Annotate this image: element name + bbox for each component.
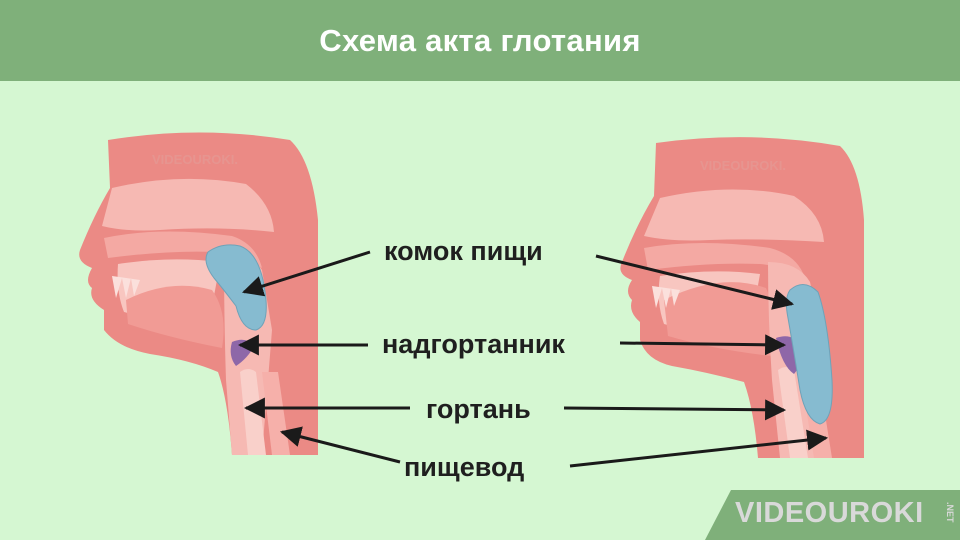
title-bar: Схема акта глотания (0, 0, 960, 81)
left-head-diagram: VIDEOUROKI. (79, 132, 318, 455)
arrow-bolus-right (595, 254, 795, 310)
right-tongue (664, 282, 775, 356)
right-larynx-tube (778, 367, 808, 458)
logo-background (705, 490, 960, 540)
left-tongue (126, 285, 224, 348)
left-food-bolus (205, 244, 267, 331)
label-food-bolus: комок пищи (384, 236, 543, 266)
arrow-larynx-right (563, 399, 787, 421)
left-palate (104, 231, 262, 268)
videouroki-logo: VIDEOUROKI .NET (705, 490, 960, 540)
right-food-bolus (785, 284, 833, 425)
label-epiglottis: надгортанник (382, 329, 565, 359)
right-palate (644, 243, 806, 282)
label-esophagus: пищевод (404, 452, 525, 482)
swallowing-diagram: VIDEOUROKI. VIDEOUROKI. (79, 132, 864, 468)
right-nasal-cavity (644, 189, 824, 242)
arrow-esophagus-right (569, 429, 829, 468)
right-watermark: VIDEOUROKI. (700, 158, 786, 173)
right-head-diagram: VIDEOUROKI. (620, 137, 864, 458)
arrow-esophagus-left (279, 426, 401, 464)
label-larynx: гортань (426, 394, 531, 424)
arrow-epiglottis-right (619, 334, 787, 356)
pointer-arrows (237, 250, 829, 468)
logo-suffix: .NET (945, 502, 955, 523)
left-teeth-upper (112, 276, 140, 298)
left-watermark: VIDEOUROKI. (152, 152, 238, 167)
arrow-bolus-left (241, 250, 371, 297)
logo-text: VIDEOUROKI (735, 497, 924, 529)
left-nasal-cavity (102, 178, 274, 232)
slide-title: Схема акта глотания (319, 22, 641, 58)
right-teeth-upper (652, 286, 680, 308)
